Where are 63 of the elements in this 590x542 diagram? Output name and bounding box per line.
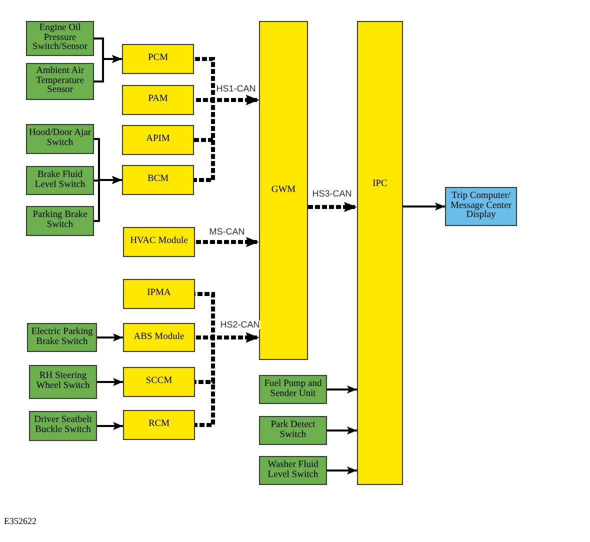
display-name: Trip Computer/ Message Center Display bbox=[450, 192, 512, 222]
arrow bbox=[327, 386, 357, 394]
bus-arrow bbox=[308, 202, 357, 212]
component-name: Electric Parking Brake Switch bbox=[30, 328, 94, 348]
module-box bbox=[259, 21, 308, 360]
component-name: Park Detect Switch bbox=[270, 420, 316, 440]
edge-label: HS3-CAN bbox=[312, 190, 352, 198]
component-name: Hood/Door Ajar Switch bbox=[28, 129, 92, 149]
arrow bbox=[97, 378, 123, 386]
input-box bbox=[26, 63, 94, 100]
module-name: HVAC Module bbox=[130, 237, 188, 247]
component-name: Parking Brake Switch bbox=[32, 211, 88, 231]
module-name: PCM bbox=[148, 54, 168, 64]
input-box bbox=[26, 166, 94, 195]
input-box bbox=[26, 206, 94, 236]
module-box bbox=[122, 165, 194, 195]
arrow bbox=[403, 202, 445, 210]
arrow bbox=[327, 426, 357, 434]
module-box bbox=[123, 279, 195, 309]
module-name: IPMA bbox=[147, 289, 171, 299]
module-box bbox=[357, 21, 403, 485]
input-box bbox=[29, 365, 97, 399]
input-box bbox=[26, 21, 94, 56]
figure-code: E352622 bbox=[4, 516, 36, 526]
module-name: GWM bbox=[271, 186, 296, 196]
module-box bbox=[122, 125, 194, 155]
module-box bbox=[123, 227, 195, 257]
input-box bbox=[29, 411, 97, 441]
module-name: SCCM bbox=[146, 377, 172, 387]
arrow bbox=[327, 466, 357, 474]
input-box bbox=[26, 124, 94, 154]
component-name: Washer Fluid Level Switch bbox=[266, 460, 320, 480]
arrow bbox=[97, 334, 123, 342]
module-box bbox=[123, 323, 195, 352]
edge-label: HS2-CAN bbox=[220, 320, 260, 330]
module-name: BCM bbox=[147, 175, 169, 185]
bus-arrow bbox=[195, 332, 259, 427]
arrow bbox=[94, 176, 122, 222]
input-box bbox=[259, 375, 327, 404]
module-box bbox=[122, 85, 194, 115]
module-box bbox=[123, 410, 195, 440]
module-box bbox=[122, 44, 194, 74]
component-name: Engine Oil Pressure Switch/Sensor bbox=[32, 24, 88, 54]
module-name: ABS Module bbox=[134, 332, 184, 342]
component-name: Driver Seatbelt Buckle Switch bbox=[33, 416, 93, 436]
component-name: Fuel Pump and Sender Unit bbox=[263, 380, 323, 400]
edge-label: MS-CAN bbox=[209, 228, 245, 236]
component-name: Ambient Air Temperature Sensor bbox=[35, 66, 85, 96]
bus-arrow bbox=[195, 237, 259, 247]
bus-arrow bbox=[194, 95, 259, 182]
arrow bbox=[97, 422, 123, 430]
arrow bbox=[94, 55, 122, 82]
component-name: RH Steering Wheel Switch bbox=[35, 372, 91, 392]
module-name: RCM bbox=[148, 420, 170, 430]
edge-label: HS1-CAN bbox=[216, 84, 256, 94]
input-box bbox=[259, 456, 327, 485]
input-box bbox=[27, 323, 97, 352]
module-box bbox=[123, 367, 195, 397]
module-name: IPC bbox=[372, 180, 388, 190]
component-name: Brake Fluid Level Switch bbox=[34, 170, 86, 190]
module-name: PAM bbox=[148, 95, 168, 105]
input-box bbox=[259, 416, 327, 445]
module-name: APIM bbox=[146, 135, 170, 145]
